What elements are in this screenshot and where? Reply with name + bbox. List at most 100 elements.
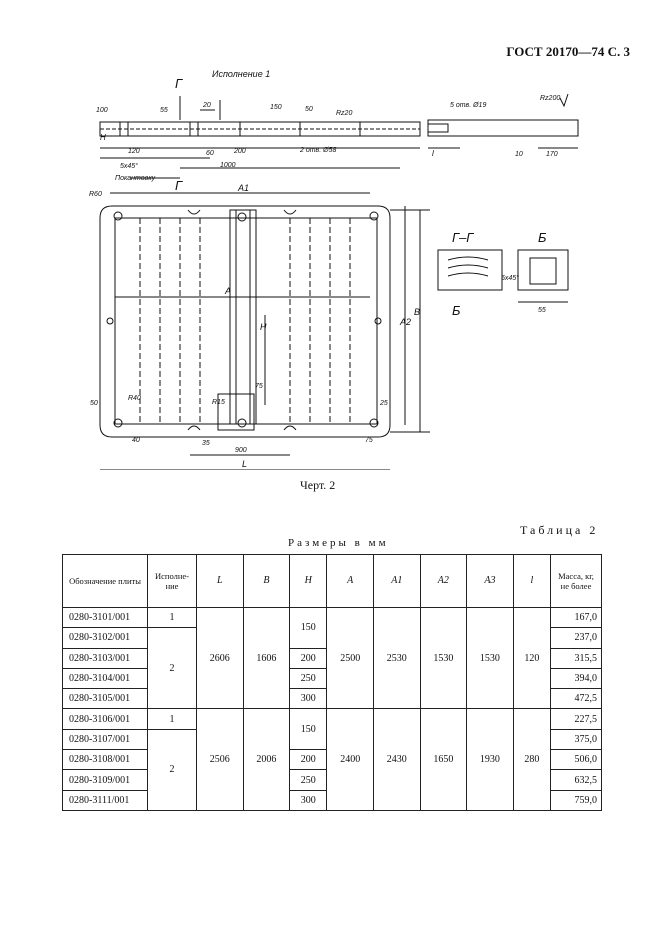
row-designation: 0280-3103/001	[62, 647, 148, 669]
table-row: 0280-3101/001 1 2606 1606 150 2500 2530 …	[62, 606, 602, 710]
table-row: 0280-3107/001 2 375,0	[62, 728, 602, 811]
row-mass: 375,0	[550, 728, 602, 751]
row-designation: 0280-3102/001	[62, 627, 148, 649]
col-A1: А1	[372, 554, 421, 608]
row-mass: 632,5	[550, 769, 602, 791]
table-row: 0280-3104/001 250 394,0	[62, 667, 602, 690]
section-title: Г–Г	[452, 230, 474, 245]
cell-H: 300	[289, 688, 328, 710]
holes-label: 5 отв. Ø19	[450, 102, 486, 109]
chamfer-label-2: 5x45°	[501, 274, 519, 282]
dim-55-view: 55	[538, 307, 546, 314]
cell-L: 2506	[196, 708, 244, 811]
table-title: Размеры в мм	[288, 537, 389, 549]
dim-20: 20	[202, 102, 211, 109]
dim-35: 35	[202, 440, 210, 447]
cell-H: 250	[289, 667, 328, 690]
radius-15: R15	[212, 399, 225, 406]
dim-170: 170	[546, 151, 558, 158]
col-B: В	[242, 554, 291, 608]
cell-A3: 1530	[466, 606, 514, 710]
section-mark-top: Г	[175, 76, 183, 91]
row-mass: 315,5	[550, 647, 602, 669]
col-designation: Обозначение плиты	[62, 554, 148, 608]
dim-1000: 1000	[220, 162, 236, 169]
row-mass: 472,5	[550, 688, 602, 710]
cell-A1: 2430	[372, 708, 421, 811]
dim-100: 100	[96, 107, 108, 114]
dim-L: L	[242, 459, 247, 469]
chamfer-label: 5x45°	[120, 162, 138, 170]
col-A3: А3	[466, 554, 514, 608]
dimensions-table: Обозначение плиты Исполне-ние L В Н А А1…	[62, 554, 602, 811]
dim-50-plan: 50	[90, 400, 98, 407]
cell-l: 280	[512, 708, 552, 811]
marking-label: Покантовку	[115, 175, 156, 182]
dim-A1: А1	[237, 183, 249, 193]
row-designation: 0280-3111/001	[62, 789, 148, 811]
col-H: Н	[289, 554, 328, 608]
dim-H-plan: Н	[260, 322, 267, 332]
row-mass: 759,0	[550, 789, 602, 811]
table-row: 0280-3106/001 1 2506 2006 150 2400 2430 …	[62, 708, 602, 811]
cell-H: 200	[289, 749, 328, 771]
row-variant: 2	[147, 627, 197, 710]
table-row: 0280-3103/001 200 315,5	[62, 647, 602, 669]
table-label: Таблица 2	[520, 523, 599, 537]
dim-B: В	[414, 307, 420, 317]
cell-H: 150	[289, 708, 328, 751]
dim-A: А	[224, 286, 231, 296]
dim-50: 50	[305, 106, 313, 113]
row-designation: 0280-3101/001	[62, 606, 148, 629]
dim-60: 60	[206, 150, 214, 157]
technical-drawing: Г Исполнение 1 Г Покантовку 5x45° 2 отв.…	[89, 69, 579, 470]
cell-l: 120	[512, 606, 552, 710]
col-A2: А2	[419, 554, 468, 608]
cell-A3: 1930	[466, 708, 514, 811]
dim-120: 120	[128, 148, 140, 155]
cell-A: 2400	[326, 708, 374, 811]
variant-title: Исполнение 1	[212, 69, 270, 79]
row-mass: 394,0	[550, 667, 602, 690]
col-l: l	[512, 554, 552, 608]
table-header-row: Обозначение плиты Исполне-ние L В Н А А1…	[62, 554, 602, 608]
dim-25: 25	[379, 400, 388, 407]
row-mass: 237,0	[550, 627, 602, 649]
section-mark-plan: Г	[175, 178, 183, 193]
row-variant: 1	[147, 606, 197, 629]
row-designation: 0280-3107/001	[62, 728, 148, 751]
row-mass: 227,5	[550, 708, 602, 730]
dim-40: 40	[132, 437, 140, 444]
table-row: 0280-3111/001 300 759,0	[62, 789, 602, 811]
row-designation: 0280-3109/001	[62, 769, 148, 791]
cell-B: 1606	[242, 606, 291, 710]
col-variant: Исполне-ние	[147, 554, 197, 608]
dim-55: 55	[160, 107, 168, 114]
radius-40: R40	[128, 395, 141, 402]
cell-A2: 1650	[419, 708, 468, 811]
row-variant: 2	[147, 728, 197, 811]
row-variant: 1	[147, 708, 197, 730]
radius-60: R60	[89, 191, 102, 198]
cell-L: 2606	[196, 606, 244, 710]
page-header: ГОСТ 20170—74 С. 3	[506, 44, 630, 59]
dim-l: l	[432, 149, 434, 158]
holes2-label: 2 отв. Ø58	[299, 147, 336, 154]
cell-H: 300	[289, 789, 328, 811]
figure-caption: Черт. 2	[300, 478, 336, 492]
col-mass: Масса, кг, не более	[550, 554, 602, 608]
dim-H-side: Н	[100, 133, 106, 142]
dim-150: 150	[270, 104, 282, 111]
view-title: Б	[538, 230, 547, 245]
row-designation: 0280-3104/001	[62, 667, 148, 690]
table-row: 0280-3109/001 250 632,5	[62, 769, 602, 791]
row-designation: 0280-3106/001	[62, 708, 148, 730]
dim-A2: А2	[399, 317, 411, 327]
cell-B: 2006	[242, 708, 291, 811]
col-L: L	[196, 554, 244, 608]
cell-A1: 2530	[372, 606, 421, 710]
view-arrow-label: Б	[452, 303, 461, 318]
dim-900: 900	[235, 447, 247, 454]
row-designation: 0280-3108/001	[62, 749, 148, 771]
row-mass: 167,0	[550, 606, 602, 629]
